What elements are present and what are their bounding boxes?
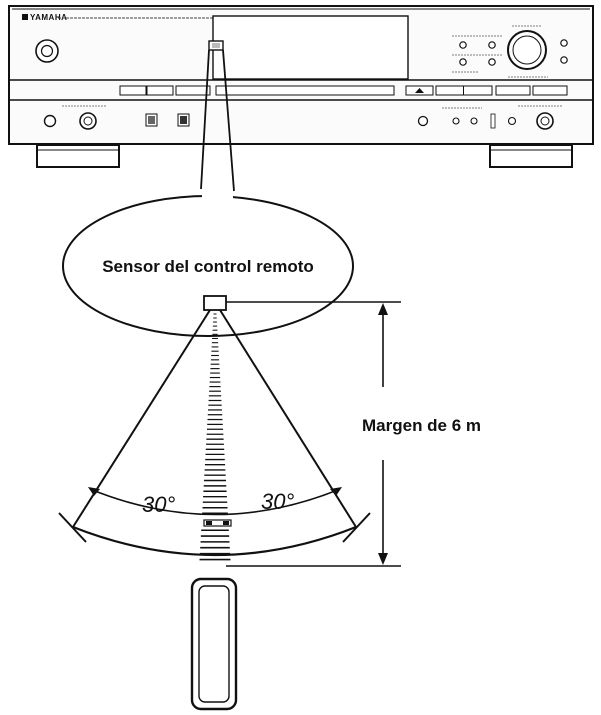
brand-logo: YAMAHA bbox=[30, 13, 67, 22]
sensor-callout: Sensor del control remoto bbox=[62, 49, 354, 337]
led-indicators bbox=[490, 113, 496, 129]
eject-icon bbox=[415, 88, 424, 93]
range-label: Margen de 6 m bbox=[362, 416, 481, 435]
center-marker-right bbox=[223, 521, 229, 525]
lower-controls bbox=[43, 105, 562, 130]
callout-leader bbox=[200, 49, 235, 192]
cone-tick-left bbox=[58, 512, 87, 543]
brand-mark-icon bbox=[22, 14, 28, 20]
ir-beam bbox=[199, 313, 231, 561]
dim-arrow-top-icon bbox=[378, 303, 388, 315]
range-arc bbox=[72, 525, 357, 557]
remote-control-icon bbox=[190, 577, 238, 711]
angle-label-right: 30° bbox=[261, 489, 294, 514]
power-knob-icon bbox=[35, 39, 59, 63]
transport-btn-2 bbox=[146, 85, 174, 96]
jog-dial-inner bbox=[512, 35, 542, 65]
small-button-1 bbox=[459, 41, 467, 49]
pause-btn bbox=[495, 85, 531, 96]
small-button-2 bbox=[488, 41, 496, 49]
lower-btn-4 bbox=[507, 116, 517, 126]
range-dimension: Margen de 6 m bbox=[226, 301, 481, 567]
cd-player: YAMAHA bbox=[8, 5, 594, 168]
play-btn-divider bbox=[463, 86, 464, 95]
small-button-3 bbox=[459, 58, 467, 66]
badge-1-fill bbox=[148, 116, 155, 124]
transport-btn-3 bbox=[175, 85, 211, 96]
phones-level-inner bbox=[83, 116, 93, 126]
dim-arrow-bottom-icon bbox=[378, 553, 388, 565]
input-level-inner bbox=[540, 116, 550, 126]
angle-arc bbox=[89, 488, 341, 516]
cone-tick-right bbox=[342, 512, 371, 543]
apex-sensor-box bbox=[203, 295, 227, 311]
center-marker bbox=[203, 519, 232, 527]
angle-arrow-left-icon bbox=[88, 487, 100, 496]
remote-inner bbox=[198, 585, 230, 703]
small-button-6 bbox=[560, 56, 568, 64]
small-button-5 bbox=[560, 39, 568, 47]
foot-right bbox=[489, 144, 573, 168]
right-controls bbox=[452, 25, 568, 78]
ir-sensor-inner bbox=[212, 43, 220, 48]
disc-slot bbox=[215, 85, 395, 96]
phones-jack bbox=[43, 114, 57, 128]
angle-arrow-right-icon bbox=[330, 487, 342, 496]
display-window bbox=[212, 15, 409, 80]
small-button-4 bbox=[488, 58, 496, 66]
center-marker-left bbox=[206, 521, 212, 525]
angle-label-left: 30° bbox=[142, 492, 175, 517]
lower-btn-2 bbox=[452, 117, 460, 125]
foot-left bbox=[36, 144, 120, 168]
sensor-label: Sensor del control remoto bbox=[102, 257, 314, 276]
transport-btn-1 bbox=[119, 85, 147, 96]
range-cone: 30° 30° bbox=[58, 295, 371, 561]
lower-btn-1 bbox=[417, 115, 429, 127]
badge-2-fill bbox=[180, 116, 187, 124]
stop-btn bbox=[532, 85, 568, 96]
lower-btn-3 bbox=[470, 117, 478, 125]
